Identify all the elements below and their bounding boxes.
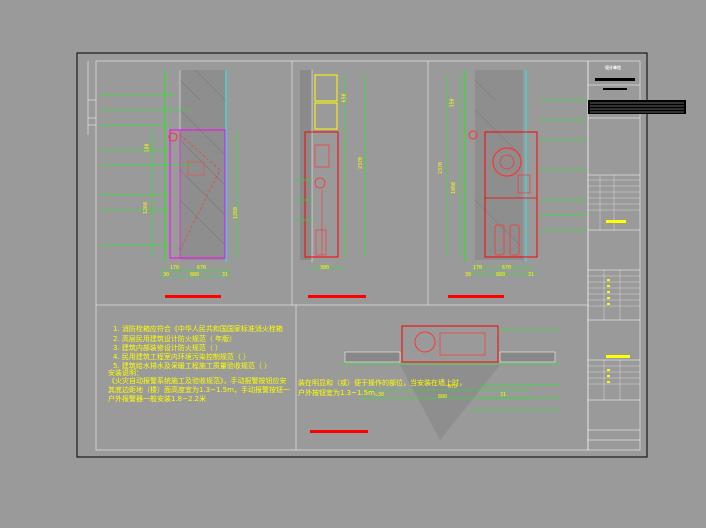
- dim-text: 170: [473, 265, 483, 271]
- hydrant-cabinet-open: [484, 131, 538, 258]
- dim-text: 1260: [143, 201, 150, 215]
- dim-text: 300: [320, 265, 330, 271]
- dim-text: 2370: [358, 156, 365, 170]
- red-title-bar-2: [308, 295, 366, 298]
- note-line: 户外报警器一般安装1.8~2.2米: [108, 395, 207, 403]
- dim-text: 880: [496, 272, 506, 278]
- dim-text: 30: [163, 272, 170, 278]
- note-line: 《火灾自动报警系统施工及验收规范》，手动报警按钮应安: [108, 377, 287, 385]
- red-title-bar-4: [310, 430, 368, 433]
- note-line: 4. 民用建筑工程室内环境污染控制规范（ ）: [113, 353, 251, 361]
- note-line: 5. 建筑给水排水及采暖工程施工质量验收规范（ ）: [113, 362, 272, 370]
- panel-side-section: [296, 70, 366, 298]
- note-line: 其底边距地（楼）面高度宜为1.3~1.5m，手动报警按钮一: [108, 386, 290, 394]
- dim-text: 1860: [451, 181, 458, 195]
- dim-text: 880: [438, 394, 448, 400]
- red-title-bar-3: [448, 295, 504, 298]
- title-block-logo: 设计单位: [605, 65, 621, 70]
- dim-text: 670: [197, 265, 207, 271]
- dim-text: 1260: [233, 206, 240, 220]
- hydrant-cabinet-front: [169, 129, 226, 259]
- dim-text: 31: [500, 392, 507, 398]
- panel-open-elevation: [446, 70, 588, 298]
- red-title-bar-1: [165, 295, 221, 298]
- dim-text: 350: [449, 98, 456, 108]
- note-line: 装在明显和（或）便于操作的部位，当安装在墙上时，: [298, 379, 466, 387]
- hydrant-cabinet-side: [304, 131, 339, 258]
- title-block: [587, 60, 641, 451]
- note-heading: 安装说明：: [108, 369, 143, 377]
- dim-text: 31: [528, 272, 535, 278]
- hose-reel-symbol: [492, 147, 522, 177]
- dim-text: 670: [502, 265, 512, 271]
- sheet-border-outer: [76, 52, 648, 458]
- dim-text: 170: [170, 265, 180, 271]
- hydrant-cabinet-plan: [401, 325, 499, 363]
- note-line: 1. 消防栓箱应符合《中华人民共和国国家标准消火栓箱: [113, 325, 283, 333]
- note-line: 户外按钮宜为1.3~1.5m。: [298, 389, 382, 397]
- note-line: 3. 建筑内部装修设计防火规范（ ）: [113, 344, 223, 352]
- dim-text: 670: [448, 384, 458, 390]
- dim-text: 30: [378, 392, 385, 398]
- dim-text: 650: [341, 93, 348, 103]
- dim-text: 180: [144, 143, 151, 153]
- dim-text: 31: [222, 272, 229, 278]
- dim-text: 30: [465, 272, 472, 278]
- note-line: 2. 高层民用建筑设计防火规范（ 年版）: [113, 335, 237, 343]
- panel-plan-view: [310, 325, 560, 440]
- dim-text: 2370: [438, 161, 445, 175]
- dim-text: 880: [190, 272, 200, 278]
- extinguisher-2: [509, 224, 520, 256]
- panel-front-elevation: [100, 69, 238, 298]
- alarm-button-symbol: [168, 132, 178, 142]
- extinguisher-1: [494, 224, 505, 256]
